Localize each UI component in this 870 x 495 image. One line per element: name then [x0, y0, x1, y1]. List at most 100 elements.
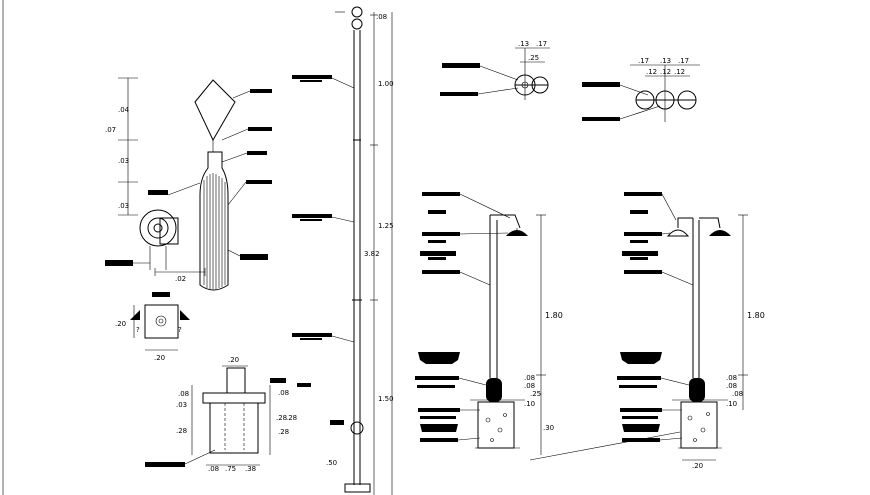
- dim-03a: .03: [118, 157, 129, 165]
- lamp-footing: [680, 401, 718, 449]
- dim-07: .07: [105, 126, 116, 134]
- dim-100: 1.00: [378, 80, 394, 88]
- label-block: [622, 424, 660, 432]
- dim-050: .50: [326, 459, 337, 467]
- dim-03b: .03: [118, 202, 129, 210]
- dim-382: 3.82: [364, 250, 380, 258]
- dim-fs-8: .08: [208, 465, 219, 473]
- dim-ed-3: .08: [726, 382, 737, 390]
- dim-height-double: 1.80: [747, 311, 765, 320]
- label-bar: [624, 270, 662, 274]
- label-bar: [630, 257, 648, 260]
- label-bar: [415, 376, 459, 380]
- dim-ptr-4: .12: [646, 68, 657, 76]
- dim-150: 1.50: [378, 395, 394, 403]
- diamond-lamp-shape: [194, 79, 236, 142]
- label-bar: [440, 92, 478, 96]
- label-bar: [422, 232, 460, 236]
- plan-double-lamp: .17 .13 .17 .12 .12 .12: [582, 57, 700, 122]
- label-bar: [622, 416, 658, 419]
- label-block: [620, 352, 662, 364]
- dim-es-2: .08: [524, 374, 535, 382]
- label-bar: [270, 378, 286, 383]
- dim-es-1: .30: [543, 424, 554, 432]
- label-block: [420, 424, 458, 432]
- label-bar: [292, 75, 332, 79]
- label-bar: [622, 438, 660, 442]
- footing-body: [209, 402, 259, 454]
- label-bar: [246, 180, 272, 184]
- dim-125: 1.25: [378, 222, 394, 230]
- dim-ptr-5: .12: [660, 68, 671, 76]
- dim-04: .04: [118, 106, 130, 114]
- label-bar: [240, 254, 268, 260]
- dim-fs-3: .28: [176, 427, 187, 435]
- label-bar: [582, 117, 620, 121]
- q-mark-right: ?: [178, 326, 182, 334]
- footing-cap: [202, 392, 266, 404]
- label-bar: [145, 462, 185, 467]
- pole-base: [344, 483, 371, 493]
- label-bar: [330, 420, 344, 425]
- label-bar: [300, 338, 322, 340]
- base-plate-detail: ? ? .20 .20: [115, 292, 190, 362]
- dim-ptr-2: .13: [660, 57, 671, 65]
- dim-fs-1: .08: [178, 390, 189, 398]
- label-bar: [292, 333, 332, 337]
- label-bar: [582, 82, 620, 87]
- dim-es-3: .08: [524, 382, 535, 390]
- dim-fs-6: .28: [278, 428, 289, 436]
- label-bar: [619, 385, 657, 388]
- dim-fs-9: .75: [225, 465, 236, 473]
- label-bar: [428, 210, 446, 214]
- footing-section-small: .20 .08 .03 .28 .28 .08 .28 .28 .08 .75 …: [145, 356, 311, 473]
- dim-08: .08: [376, 13, 387, 21]
- dim-ptr-3: .17: [678, 57, 689, 65]
- dim-base-h: .20: [115, 320, 126, 328]
- label-bar: [422, 270, 460, 274]
- dim-ed-5: .10: [726, 400, 737, 408]
- dim-fs-5: .08: [278, 389, 289, 397]
- label-bar: [247, 151, 267, 155]
- label-bar: [297, 383, 311, 387]
- dim-es-5: .10: [524, 400, 535, 408]
- label-bar: [620, 408, 662, 412]
- dim-ptl-2: .17: [536, 40, 547, 48]
- label-bar: [417, 385, 455, 388]
- dim-ptl-1: .13: [518, 40, 529, 48]
- dim-ptr-1: .17: [638, 57, 649, 65]
- dim-ed-4: .08: [732, 390, 743, 398]
- label-block: [418, 352, 460, 364]
- lamp-base-block: [689, 378, 705, 402]
- label-bar: [420, 438, 458, 442]
- label-bar: [422, 192, 460, 196]
- label-bar: [442, 63, 480, 68]
- label-bar: [622, 251, 658, 256]
- q-mark-left: ?: [136, 326, 140, 334]
- dim-ed-2: .08: [726, 374, 737, 382]
- label-bar: [248, 127, 272, 131]
- elevation-single-lamp: 1.80 .30 .08 .08 .25 .10: [415, 192, 563, 455]
- dim-ed-1: .20: [692, 462, 703, 470]
- dim-fs-4: .28: [276, 414, 287, 422]
- cable-bundle: [199, 151, 229, 291]
- elevation-double-lamp: 1.80 .20 .08 .08 .08 .10: [617, 192, 765, 470]
- label-bar: [624, 232, 662, 236]
- lamp-footing: [477, 401, 515, 449]
- label-bar: [418, 408, 460, 412]
- main-pole-elevation: .08 1.00 1.25 3.82 1.50 .50: [292, 6, 394, 495]
- label-bar: [428, 257, 446, 260]
- plan-single-lamp: .13 .17 .25: [440, 40, 550, 100]
- label-bar: [630, 210, 648, 214]
- dim-fs-7: .28: [286, 414, 297, 422]
- cable-reel-outer: [139, 209, 177, 247]
- dim-02: .02: [175, 275, 186, 283]
- dim-fs-2: .03: [176, 401, 187, 409]
- lamp-head-detail: .04 .07 .03 .03: [105, 77, 272, 291]
- lamp-base-block: [486, 378, 502, 402]
- dim-ptr-6: .12: [674, 68, 685, 76]
- label-bar: [630, 240, 648, 243]
- dim-height-single: 1.80: [545, 311, 563, 320]
- base-plate: [144, 304, 179, 339]
